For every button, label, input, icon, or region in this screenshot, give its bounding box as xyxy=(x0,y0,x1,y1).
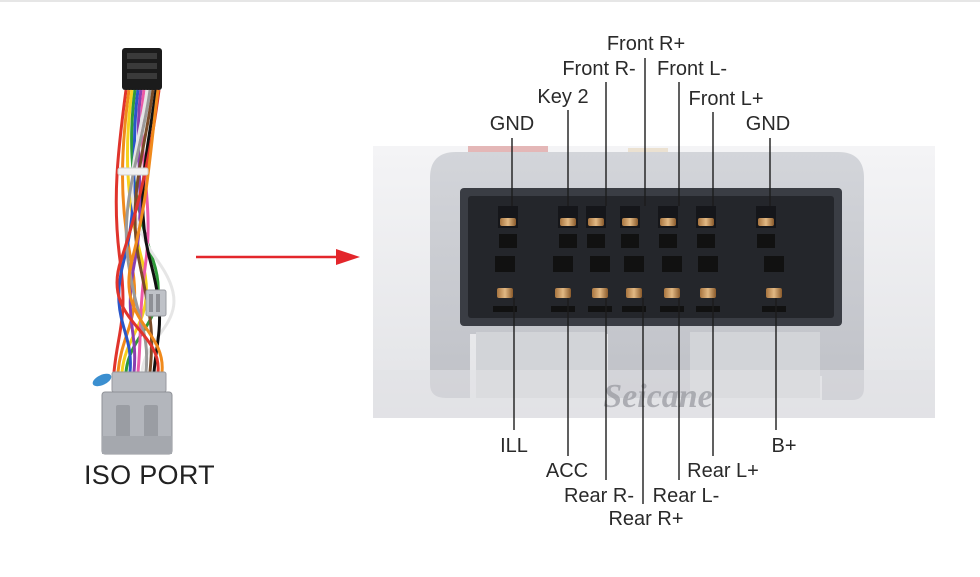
label-front-l-minus: Front L- xyxy=(656,58,728,80)
iso-port-caption: ISO PORT xyxy=(84,460,215,490)
label-rear-l-minus: Rear L- xyxy=(652,485,720,507)
label-front-r-minus: Front R- xyxy=(562,58,636,80)
wire xyxy=(130,89,176,373)
iso-harness-image xyxy=(92,48,176,455)
pin-bottom xyxy=(592,288,608,298)
harness-wires xyxy=(112,89,176,373)
connector-pins xyxy=(493,206,786,312)
pin-top xyxy=(588,218,604,226)
label-front-r-plus: Front R+ xyxy=(606,33,686,55)
wire xyxy=(117,89,140,373)
label-b-plus: B+ xyxy=(771,435,797,457)
pin-top xyxy=(660,218,676,226)
label-rear-l-plus: Rear L+ xyxy=(687,460,759,482)
pin-bottom xyxy=(664,288,680,298)
pin-bottom xyxy=(626,288,642,298)
label-rear-r-plus: Rear R+ xyxy=(608,508,684,530)
leader-lines xyxy=(511,58,777,504)
direction-arrow xyxy=(196,249,360,265)
pin-top xyxy=(758,218,774,226)
label-rear-r-minus: Rear R- xyxy=(563,485,635,507)
label-gnd-left: GND xyxy=(489,113,535,135)
pin-top xyxy=(500,218,516,226)
wire xyxy=(112,89,128,373)
label-front-l-plus: Front L+ xyxy=(688,88,764,110)
label-key-2: Key 2 xyxy=(537,86,589,108)
wire xyxy=(127,89,164,373)
connector-closeup-image: Seicane xyxy=(373,146,935,418)
label-acc: ACC xyxy=(545,460,589,482)
label-ill: ILL xyxy=(500,435,528,457)
pin-bottom xyxy=(497,288,513,298)
wire xyxy=(124,89,160,373)
pin-bottom xyxy=(555,288,571,298)
fuse-tab xyxy=(92,373,112,387)
pin-top xyxy=(560,218,576,226)
top-divider xyxy=(0,0,980,2)
pin-bottom xyxy=(700,288,716,298)
zip-tie xyxy=(117,167,149,176)
pin-top xyxy=(622,218,638,226)
pin-top xyxy=(698,218,714,226)
wire xyxy=(141,89,162,373)
pin-bottom xyxy=(766,288,782,298)
watermark-text: Seicane xyxy=(603,378,713,415)
label-gnd-right: GND xyxy=(745,113,791,135)
